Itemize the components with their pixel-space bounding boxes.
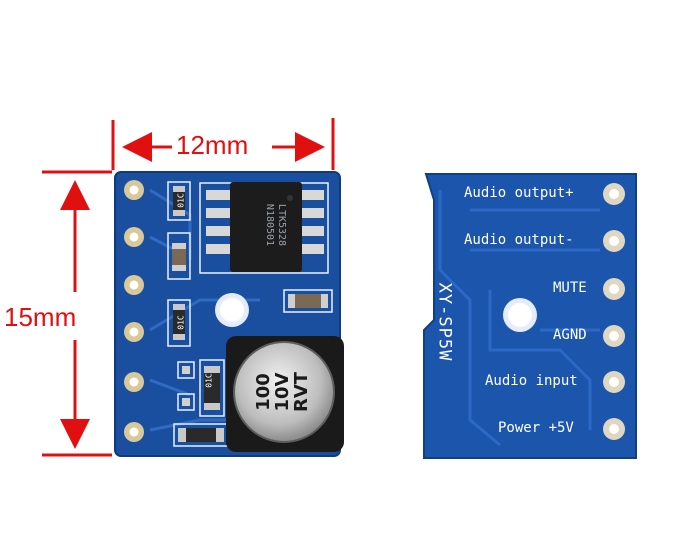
- model-label: XY-SP5W: [434, 282, 455, 362]
- right-board-pin-pads: [603, 183, 625, 440]
- component-mark-3: 01C: [204, 373, 214, 388]
- chip-marking-line2: N180501: [264, 203, 275, 247]
- width-dimension-label: 12mm: [176, 130, 249, 160]
- pin-label-audio-output-minus: Audio output-: [464, 232, 574, 248]
- height-dimension-label: 15mm: [4, 302, 77, 332]
- capacitor-line2: 10V: [272, 372, 293, 412]
- right-board-traces: [438, 190, 600, 447]
- component-mark-1: 01C: [176, 193, 186, 208]
- pin-label-audio-output-plus: Audio output+: [464, 185, 574, 201]
- amplifier-chip: [199, 182, 329, 274]
- chip-marking: LTK5328 N180501: [247, 190, 287, 260]
- pin-label-power: Power +5V: [498, 420, 574, 436]
- component-mark-2: 01C: [176, 315, 186, 330]
- chip-marking-line1: LTK5328: [276, 203, 287, 247]
- chip-body: [230, 182, 302, 272]
- left-amplifier-board: [114, 171, 344, 457]
- pin-label-mute: MUTE: [553, 280, 587, 296]
- capacitor-print: 100 10V RVT: [253, 352, 314, 432]
- smd-components: [167, 181, 333, 447]
- capacitor-line3: RVT: [291, 371, 312, 413]
- capacitor-line1: 100: [253, 373, 274, 411]
- pin-label-agnd: AGND: [553, 327, 587, 343]
- electrolytic-capacitor: [226, 336, 344, 452]
- capacitor-top: [234, 342, 334, 442]
- left-board-pin-pads: [124, 180, 144, 442]
- pin-label-audio-input: Audio input: [485, 373, 578, 389]
- right-amplifier-board: [423, 173, 637, 459]
- dimension-markers: [42, 118, 335, 457]
